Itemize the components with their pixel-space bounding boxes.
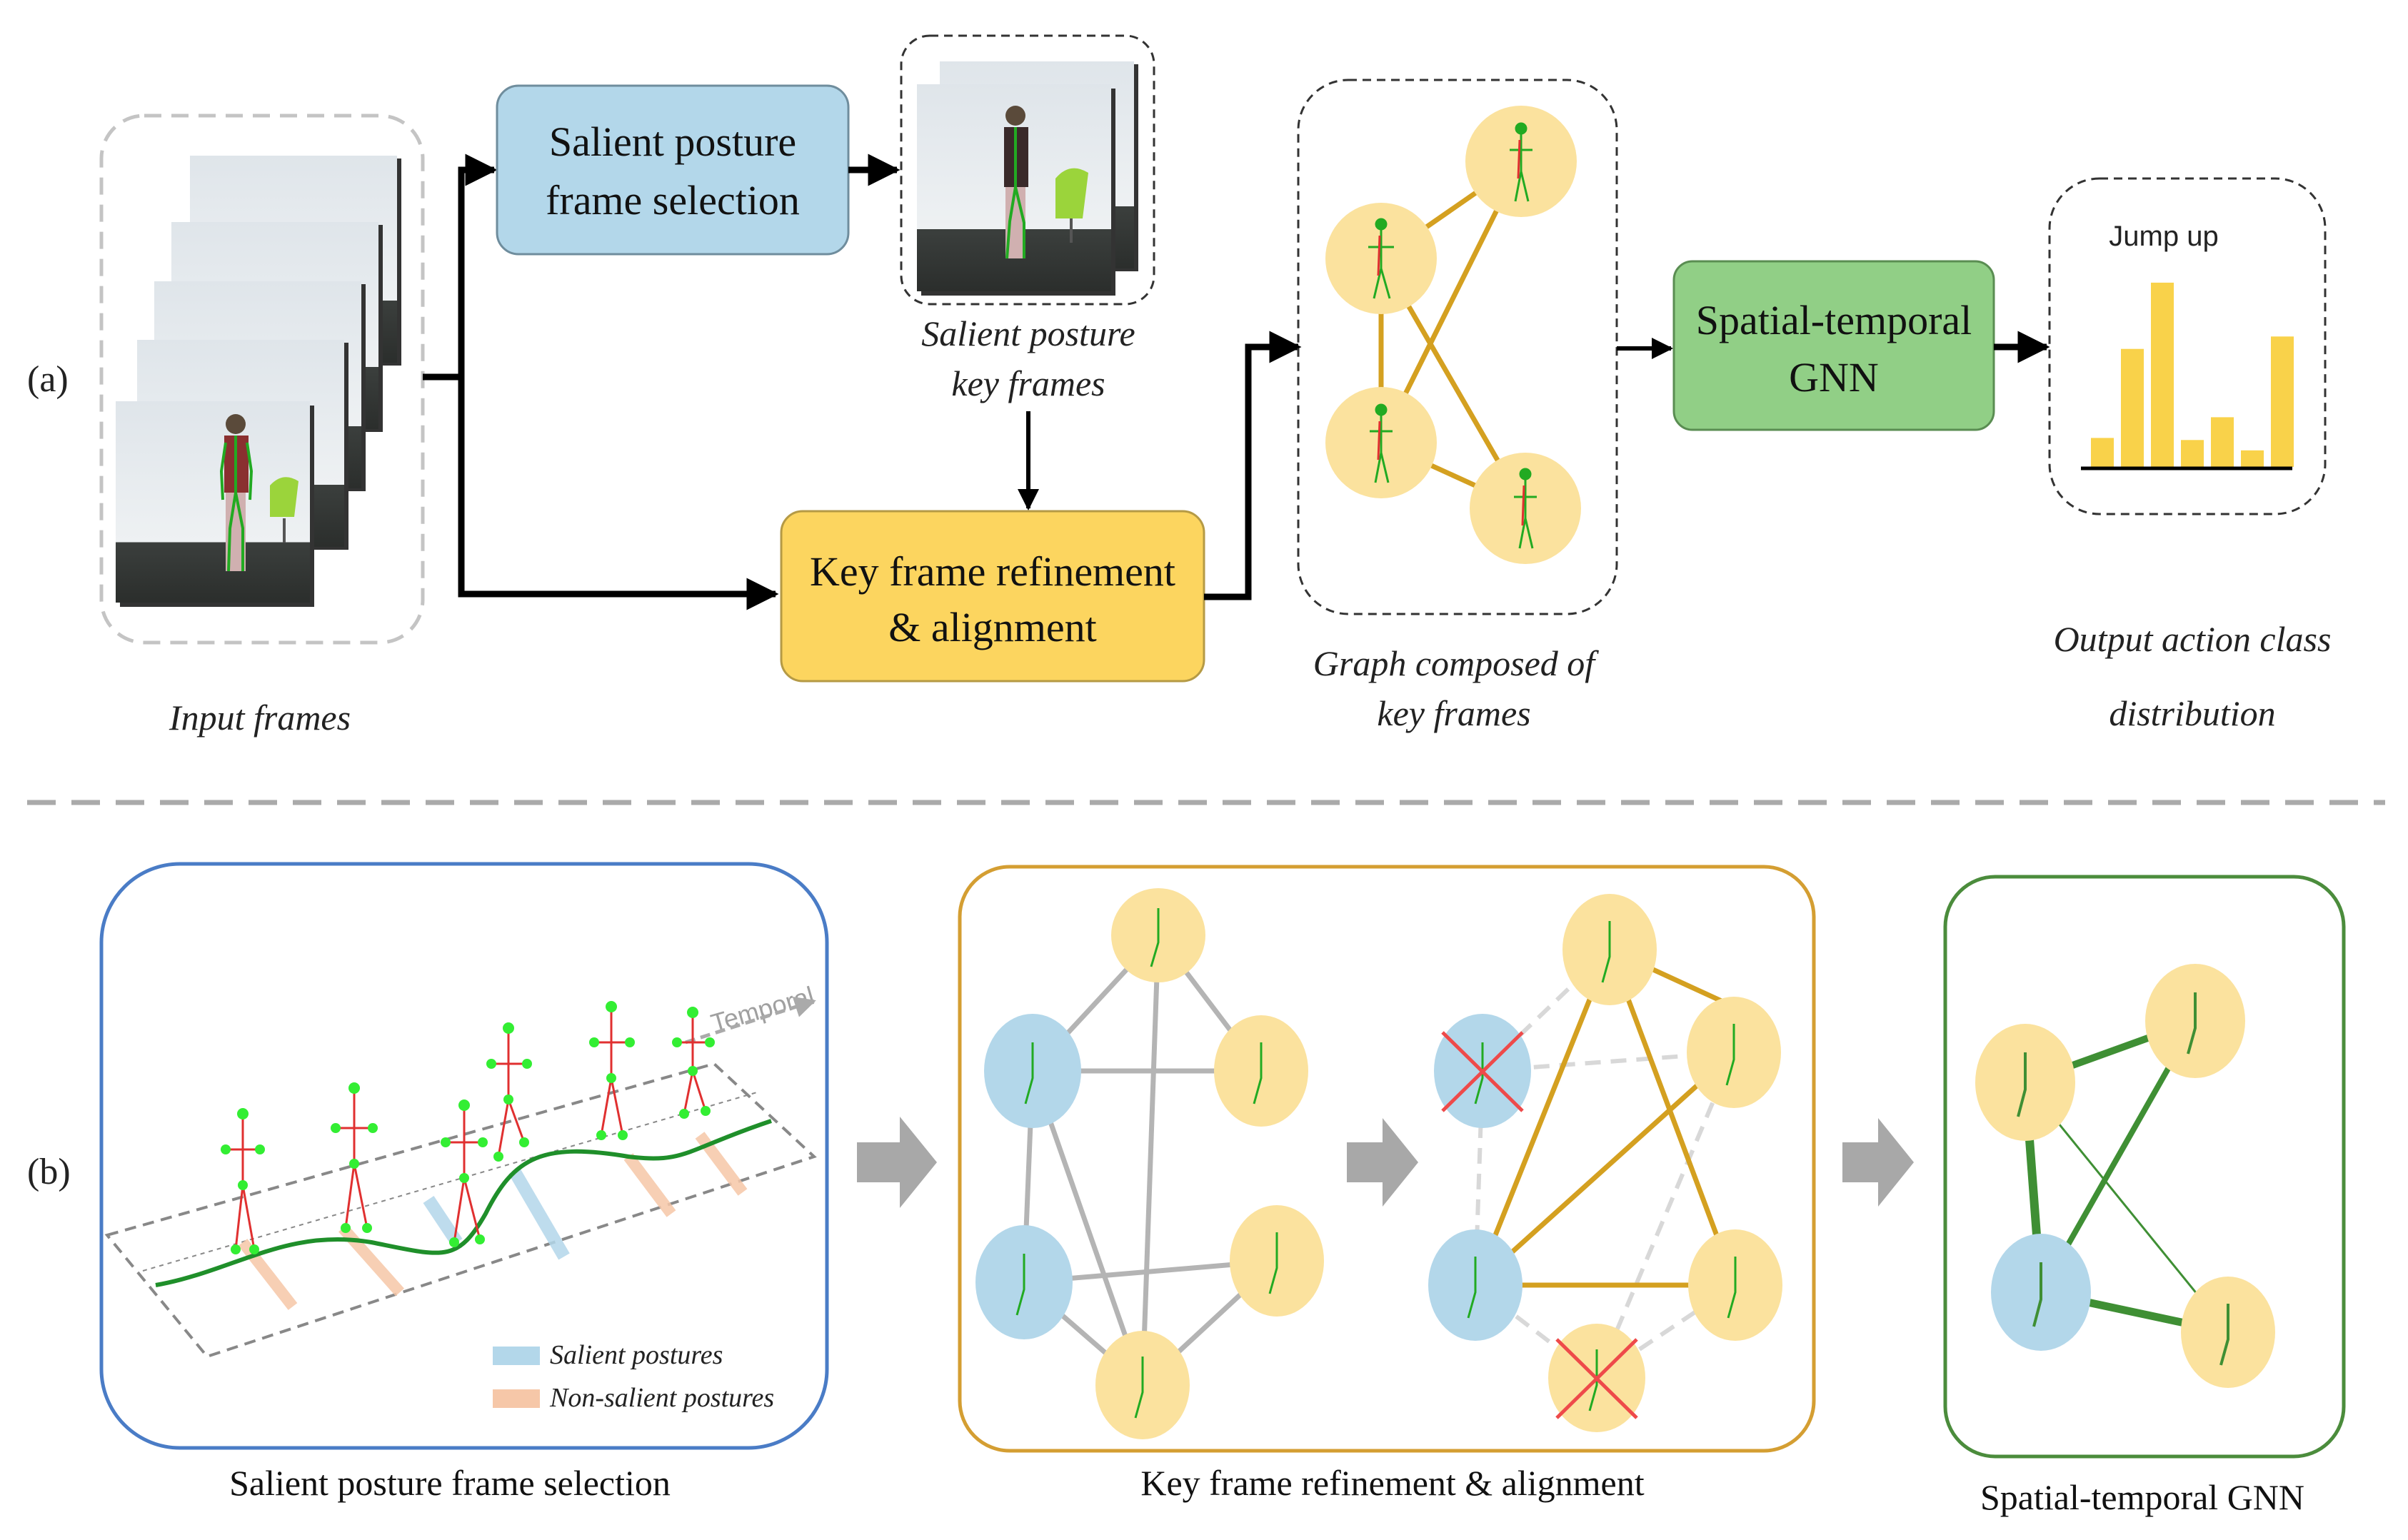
key-frames-group — [900, 34, 1155, 306]
key-frame-graph — [1297, 79, 1618, 615]
graph-caption-line1: Graph composed of — [1313, 643, 1600, 683]
graph-edge — [1607, 948, 1738, 1287]
graph-node — [1470, 453, 1581, 564]
skeleton — [486, 1022, 532, 1162]
graph-node — [1325, 387, 1437, 498]
skeleton — [672, 1007, 715, 1119]
graph-node — [1214, 1015, 1308, 1127]
output-bar — [2211, 417, 2234, 467]
gnn-panel-frame — [1943, 875, 2346, 1459]
person-figure — [219, 414, 254, 572]
removed-edge — [1595, 1051, 1736, 1379]
salient-selection-box: Salient posture frame selection — [496, 84, 850, 256]
graph-node — [1991, 1234, 2091, 1351]
refinement-line1: Key frame refinement — [810, 548, 1175, 595]
video-frame-front — [116, 401, 314, 607]
graph-node — [975, 1225, 1073, 1339]
graph-node — [1975, 1024, 2075, 1141]
refinement-panel-caption: Key frame refinement & alignment — [1140, 1463, 1644, 1503]
chair — [270, 477, 299, 543]
output-caption-line2: distribution — [2109, 693, 2275, 733]
graph-edge — [1473, 948, 1612, 1287]
gnn-panel-caption: Spatial-temporal GNN — [1980, 1477, 2304, 1517]
selection-panel-frame — [99, 862, 829, 1450]
cross-icon — [1441, 1031, 1524, 1112]
graph-node — [1428, 1229, 1522, 1341]
process-arrow — [857, 1117, 937, 1208]
key-frames-frame — [900, 34, 1155, 306]
cross-icon — [1555, 1338, 1638, 1419]
connector-input-split — [423, 154, 779, 610]
graph-node-removed — [1434, 1014, 1531, 1128]
skeleton — [441, 1099, 488, 1247]
salient-stripes — [423, 1167, 570, 1260]
panel-a-tag: (a) — [27, 359, 69, 400]
graph-node — [2181, 1277, 2275, 1388]
output-caption-line1: Output action class — [2054, 619, 2332, 659]
graph-node — [984, 1014, 1081, 1128]
gnn-box: Spatial-temporal GNN — [1672, 260, 1995, 431]
output-bar — [2151, 282, 2174, 467]
key-frames-caption-line2: key frames — [951, 363, 1105, 403]
panel-b-tag: (b) — [27, 1152, 71, 1192]
output-bar — [2241, 450, 2264, 467]
process-arrow — [1842, 1118, 1914, 1207]
input-frames-caption: Input frames — [169, 698, 351, 738]
graph-node — [1111, 888, 1205, 982]
output-bars — [2091, 282, 2294, 467]
gnn-panel — [1943, 875, 2346, 1459]
graph-node-removed — [1548, 1324, 1645, 1432]
gnn-line1: Spatial-temporal — [1696, 297, 1972, 343]
skeleton — [221, 1108, 265, 1254]
person-figure — [1004, 106, 1028, 259]
skeleton — [589, 1001, 635, 1140]
graph-node — [1562, 894, 1657, 1005]
graph-node — [1325, 203, 1437, 314]
graph-frame — [1297, 79, 1618, 615]
graph-node — [1465, 106, 1577, 217]
salient-selection-line2: frame selection — [546, 177, 800, 223]
gnn-line2: GNN — [1789, 354, 1879, 401]
output-bar — [2271, 336, 2294, 467]
output-bar — [2091, 438, 2114, 467]
legend-nonsalient-swatch — [493, 1389, 540, 1408]
temporal-arrow — [685, 997, 816, 1045]
graph-node — [1688, 1229, 1782, 1341]
chair — [1055, 168, 1088, 243]
output-bar — [2121, 348, 2144, 467]
graph-edge — [1473, 1050, 1736, 1287]
salient-selection-line1: Salient posture — [549, 119, 796, 165]
graph-node — [1230, 1205, 1324, 1317]
refinement-panel — [958, 865, 1816, 1453]
skeleton — [331, 1082, 378, 1233]
graph-caption-line2: key frames — [1377, 693, 1530, 733]
refinement-panel-frame — [958, 865, 1816, 1453]
output-distribution: Jump up — [2048, 177, 2327, 515]
non-salient-stripes — [238, 1132, 748, 1310]
graph-node — [2145, 964, 2245, 1078]
process-arrow — [1347, 1118, 1418, 1207]
graph-node — [1687, 997, 1781, 1108]
selection-panel: Temporal Salient postures Non-salient po… — [99, 862, 829, 1450]
input-frame-stack — [116, 156, 401, 607]
graph-node — [1095, 1331, 1190, 1439]
output-frame — [2048, 177, 2327, 515]
legend-nonsalient-label: Non-salient postures — [549, 1383, 774, 1413]
key-frames-caption-line1: Salient posture — [921, 313, 1135, 353]
connector-refinement-to-graph — [1204, 331, 1302, 600]
legend-salient-swatch — [493, 1347, 540, 1365]
video-frame-front — [917, 84, 1115, 296]
input-frames-group — [99, 114, 425, 645]
output-bar — [2181, 440, 2204, 467]
graph-edge — [1140, 935, 1161, 1386]
refinement-box: Key frame refinement & alignment — [780, 510, 1205, 683]
refinement-line2: & alignment — [888, 604, 1097, 650]
legend-salient-label: Salient postures — [550, 1340, 723, 1370]
skeleton-sequence — [221, 1001, 715, 1254]
selection-panel-caption: Salient posture frame selection — [229, 1463, 671, 1503]
output-class-label: Jump up — [2109, 221, 2218, 252]
saliency-curve — [155, 1119, 772, 1287]
